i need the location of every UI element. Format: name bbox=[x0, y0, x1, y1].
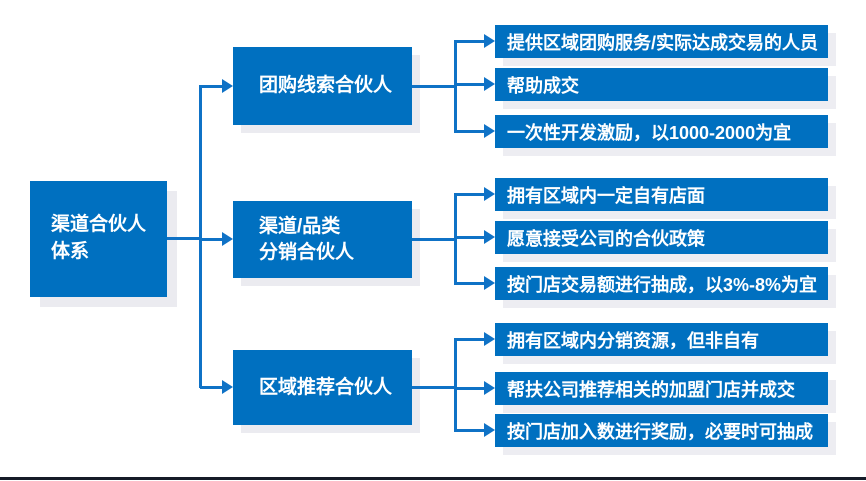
branch-label-line2: 分销合伙人 bbox=[259, 241, 355, 263]
root-label-line2: 体系 bbox=[51, 241, 90, 262]
branch-label-line1: 区域推荐合伙人 bbox=[259, 376, 393, 398]
arrowhead-right-icon bbox=[222, 79, 233, 93]
leaf-box: 帮扶公司推荐相关的加盟门店并成交 bbox=[495, 372, 828, 405]
connector-leaf-line bbox=[455, 83, 485, 86]
arrowhead-right-icon bbox=[484, 230, 495, 244]
connector-root-trunk bbox=[199, 85, 202, 388]
leaf-box: 拥有区域内一定自有店面 bbox=[495, 178, 828, 211]
connector-leaf-line bbox=[455, 193, 485, 196]
leaf-box: 提供区域团购服务/实际达成交易的人员 bbox=[495, 25, 828, 58]
arrowhead-right-icon bbox=[484, 187, 495, 201]
leaf-box: 按门店加入数进行奖励，必要时可抽成 bbox=[495, 414, 828, 447]
root-label-line1: 渠道合伙人 bbox=[51, 214, 147, 236]
connector-leaf-line bbox=[455, 429, 485, 432]
branch-label-line1: 渠道/品类 bbox=[259, 215, 341, 237]
branch-box-region-referral: 区域推荐合伙人 bbox=[233, 350, 412, 425]
leaf-box: 帮助成交 bbox=[495, 68, 828, 101]
arrowhead-right-icon bbox=[484, 34, 495, 48]
slide-bottom-border bbox=[0, 477, 866, 480]
leaf-box: 拥有区域内分销资源，但非自有 bbox=[495, 323, 828, 356]
leaf-box: 按门店交易额进行抽成，以3%-8%为宜 bbox=[495, 267, 828, 300]
arrowhead-right-icon bbox=[484, 381, 495, 395]
connector-branch-line bbox=[200, 386, 223, 389]
arrowhead-right-icon bbox=[484, 77, 495, 91]
connector-branch-line bbox=[200, 238, 223, 241]
connector-group-hline bbox=[412, 85, 455, 88]
arrowhead-right-icon bbox=[484, 124, 495, 138]
connector-leaf-line bbox=[455, 236, 485, 239]
arrowhead-right-icon bbox=[484, 276, 495, 290]
connector-leaf-line bbox=[455, 130, 485, 133]
arrowhead-right-icon bbox=[222, 380, 233, 394]
connector-group-trunk bbox=[454, 193, 457, 285]
connector-leaf-line bbox=[455, 282, 485, 285]
arrowhead-right-icon bbox=[484, 332, 495, 346]
connector-group-hline bbox=[412, 386, 455, 389]
connector-leaf-line bbox=[455, 40, 485, 43]
root-box: 渠道合伙人 体系 bbox=[30, 181, 167, 297]
connector-group-trunk bbox=[454, 40, 457, 133]
arrowhead-right-icon bbox=[484, 423, 495, 437]
connector-root-hline bbox=[167, 237, 200, 240]
connector-leaf-line bbox=[455, 387, 485, 390]
connector-group-hline bbox=[412, 238, 455, 241]
leaf-box: 一次性开发激励，以1000-2000为宜 bbox=[495, 115, 828, 148]
connector-leaf-line bbox=[455, 338, 485, 341]
branch-label-line1: 团购线索合伙人 bbox=[259, 75, 393, 97]
branch-box-distribution: 渠道/品类 分销合伙人 bbox=[233, 201, 412, 278]
connector-group-trunk bbox=[454, 338, 457, 432]
connector-branch-line bbox=[200, 85, 223, 88]
arrowhead-right-icon bbox=[222, 232, 233, 246]
branch-box-group-buy: 团购线索合伙人 bbox=[233, 47, 412, 125]
leaf-box: 愿意接受公司的合伙政策 bbox=[495, 221, 828, 254]
